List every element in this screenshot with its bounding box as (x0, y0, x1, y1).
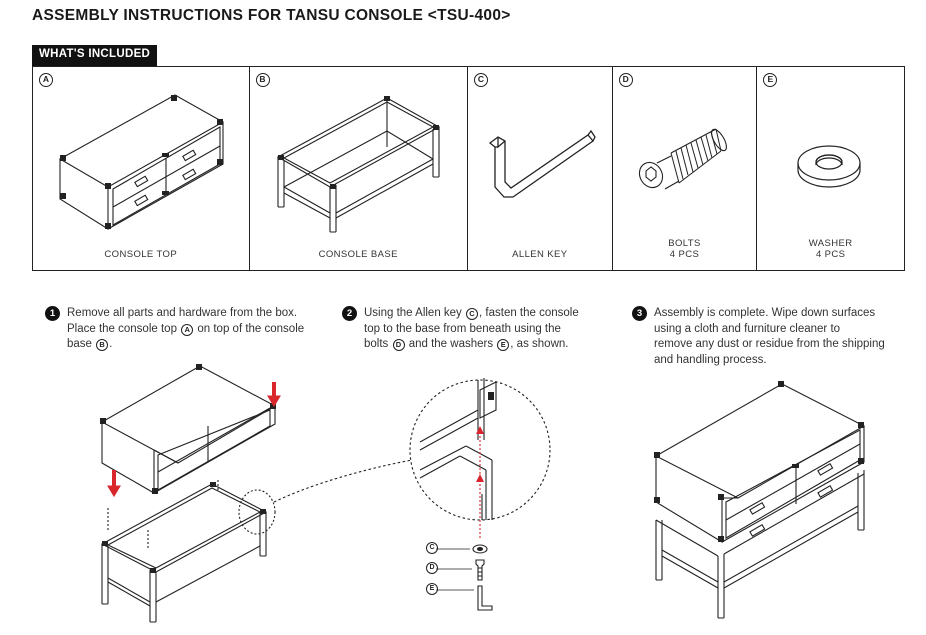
whats-included-tag: WHAT'S INCLUDED (32, 45, 158, 66)
step-number-badge: 3 (632, 306, 647, 321)
part-label: ALLEN KEY (512, 249, 568, 260)
hardware-callouts: C D E (426, 540, 446, 600)
step-2-text: 2 Using the Allen key C, fasten the cons… (342, 306, 619, 353)
allen-key-drawing (488, 129, 596, 198)
part-letter: C (474, 73, 488, 87)
ref-badge: C (466, 308, 479, 320)
step-2-detail (409, 378, 551, 611)
step-number-badge: 1 (45, 306, 60, 321)
part-bolts: D BOLTS 4 PCS (613, 67, 758, 270)
washer-drawing (797, 145, 861, 188)
callout-c: C (426, 542, 438, 554)
part-washer: E WASHER 4 PCS (757, 67, 904, 270)
part-letter: B (255, 73, 270, 87)
console-base-drawing (276, 96, 440, 233)
ref-badge: E (497, 339, 510, 352)
ref-badge: D (392, 339, 405, 352)
console-top-drawing (58, 94, 225, 230)
part-console-top: A CONSOLE TOP (33, 67, 250, 270)
callout-e: E (426, 583, 438, 595)
page-title: ASSEMBLY INSTRUCTIONS FOR TANSU CONSOLE … (32, 7, 511, 24)
bolt-drawing (638, 128, 727, 190)
parts-table: A CONSOLE TOP B (32, 66, 905, 271)
step-number-badge: 2 (342, 306, 357, 321)
step-1-text: 1 Remove all parts and hardware from the… (45, 306, 342, 353)
step-3-text: 3 Assembly is complete. Wipe down surfac… (632, 306, 919, 368)
part-label: BOLTS 4 PCS (668, 238, 701, 260)
part-label: CONSOLE BASE (318, 249, 398, 260)
part-letter: A (39, 73, 53, 87)
part-console-base: B CONSOLE BASE (250, 67, 468, 270)
part-letter: E (763, 73, 778, 87)
part-allen-key: C ALLEN KEY (468, 67, 613, 270)
step-3-illustration (654, 381, 866, 619)
part-letter: D (618, 73, 633, 87)
ref-badge: A (181, 323, 194, 336)
ref-badge: B (96, 339, 109, 352)
part-label: CONSOLE TOP (104, 249, 178, 260)
step-1-illustration (100, 364, 413, 623)
callout-d: D (426, 562, 438, 574)
part-label: WASHER 4 PCS (808, 238, 853, 260)
